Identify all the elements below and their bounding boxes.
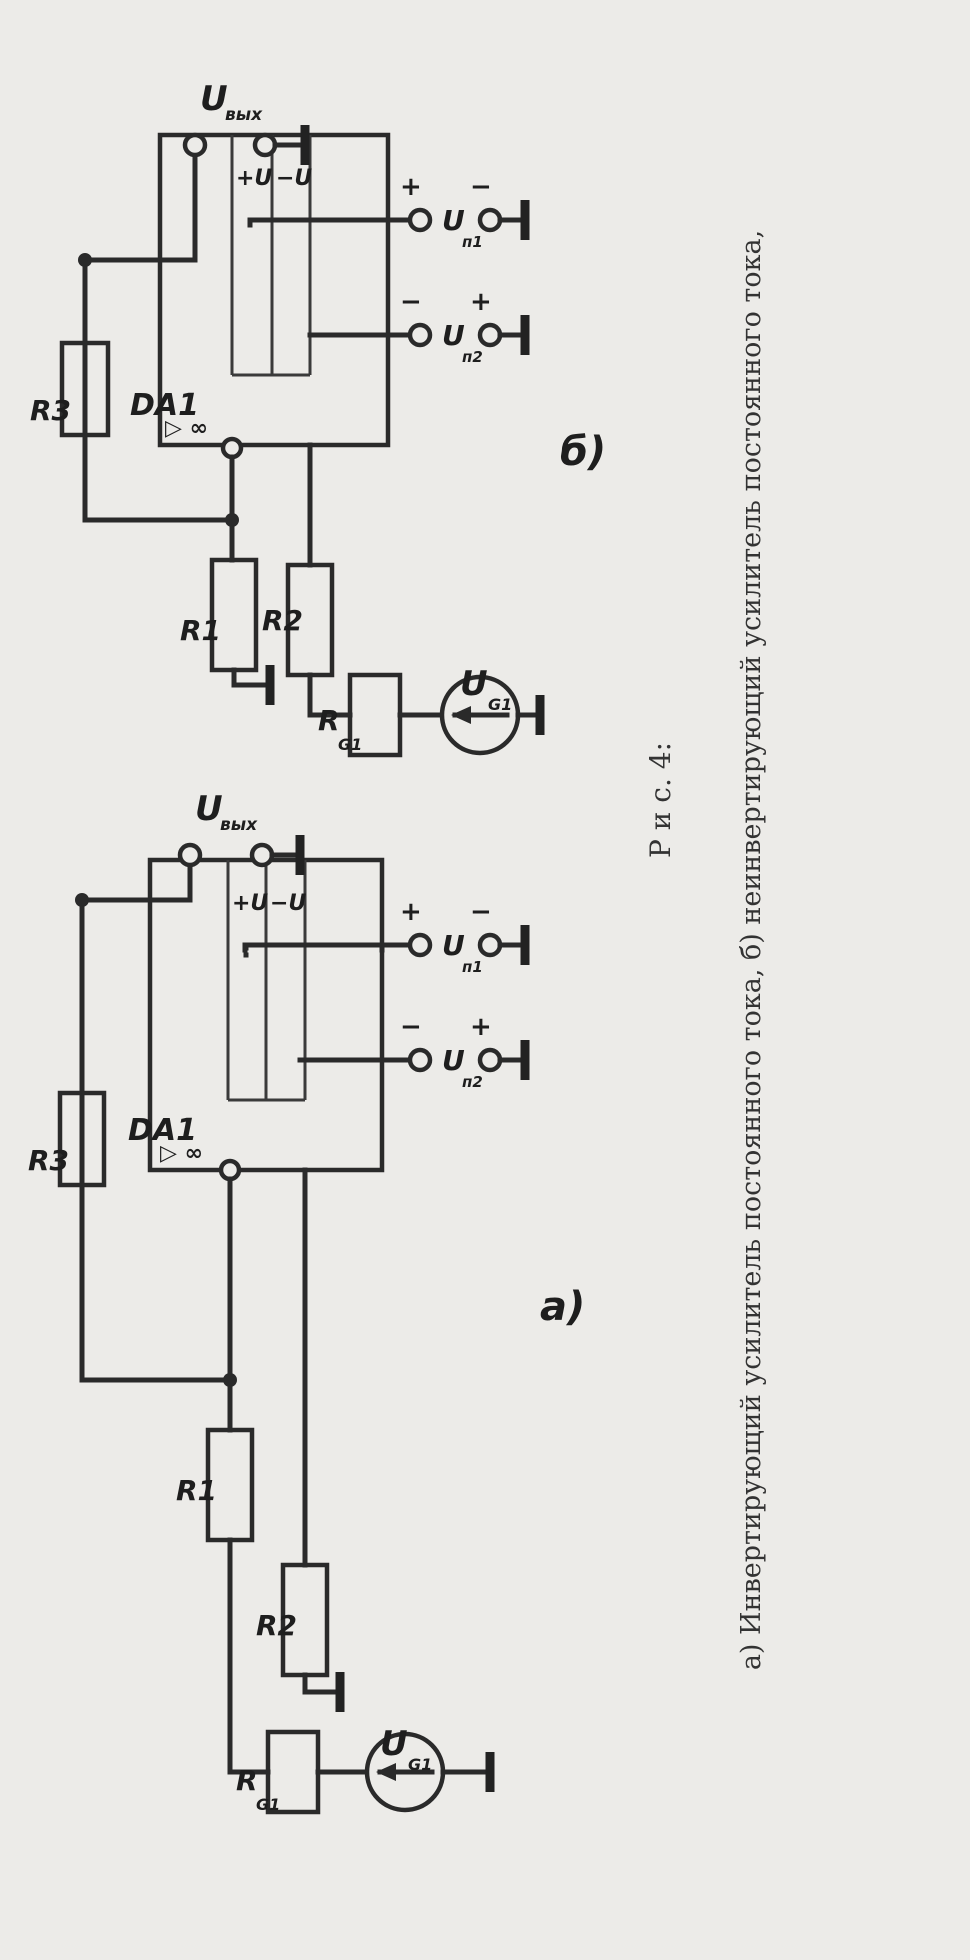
circuit-b-final: R3 DA1 ▷ ∞ +U −U U вых <box>30 79 545 758</box>
rg1-b-sub: G1 <box>338 735 362 754</box>
up1-a-sub: п1 <box>462 958 483 976</box>
ug1-a-sub: G1 <box>408 1755 432 1774</box>
up1-b-minus-terminal <box>477 207 503 233</box>
up1-a-label: U <box>442 929 465 962</box>
up1-a-plus-terminal <box>407 932 433 958</box>
figure-caption-title: Р и с. 4: <box>644 742 677 858</box>
r1-a-label: R1 <box>176 1474 217 1507</box>
uout-b-sub: вых <box>225 105 263 125</box>
uout-a-label: U <box>195 789 223 829</box>
r3-b <box>59 340 111 438</box>
up1-a-minus-terminal <box>477 932 503 958</box>
da1-b-name: DA1 <box>130 388 199 423</box>
da1-b <box>157 132 391 448</box>
uout-a-terminal <box>177 842 203 868</box>
up1-b-label: U <box>442 204 465 237</box>
panel-b-label: б) <box>560 429 606 475</box>
da1-a-symbol: ▷ ∞ <box>160 1141 203 1166</box>
up2-b-label: U <box>442 319 465 352</box>
circuit-a-final: R3 DA1 ▷ ∞ +U −U <box>28 789 495 1815</box>
up2-a-plus-terminal <box>477 1047 503 1073</box>
r1-b-label: R1 <box>180 614 221 647</box>
r3-b-label: R3 <box>30 394 71 427</box>
panel-a-label: а) <box>540 1284 585 1330</box>
up2-b-sub: п2 <box>462 348 483 366</box>
da1-b-symbol: ▷ ∞ <box>165 416 208 441</box>
up2-b-minus-terminal <box>407 322 433 348</box>
ug1-b-sub: G1 <box>488 695 512 714</box>
r2-b-label: R2 <box>262 604 303 637</box>
uout-a-gnd-terminal <box>249 842 275 868</box>
uout-b-gnd-terminal <box>252 132 278 158</box>
up1-a-plus: + <box>400 897 422 927</box>
up2-b-plus-terminal <box>477 322 503 348</box>
up1-b-minus: − <box>470 172 492 202</box>
up2-a-plus: + <box>470 1012 492 1042</box>
r3-a <box>57 1090 107 1188</box>
rg1-b-label: R <box>318 704 340 737</box>
r2-a-label: R2 <box>256 1609 297 1642</box>
ug1-a-label: U <box>380 1724 408 1764</box>
rg1-a-label: R <box>236 1764 258 1797</box>
uout-b-label: U <box>200 79 228 119</box>
up2-b-minus: − <box>400 287 422 317</box>
up2-a-minus: − <box>400 1012 422 1042</box>
up2-b-plus: + <box>470 287 492 317</box>
r3-a-label: R3 <box>28 1144 69 1177</box>
up2-a-minus-terminal <box>407 1047 433 1073</box>
up2-a-sub: п2 <box>462 1073 483 1091</box>
up1-b-plus: + <box>400 172 422 202</box>
rg1-a-sub: G1 <box>256 1795 280 1814</box>
up1-a-minus: − <box>470 897 492 927</box>
up2-a-label: U <box>442 1044 465 1077</box>
figure-caption-text: а) Инвертирующий усилитель постоянного т… <box>736 230 767 1670</box>
da1-b-plus: +U <box>236 166 272 191</box>
up1-b-sub: п1 <box>462 233 483 251</box>
ug1-b-label: U <box>460 664 488 704</box>
supply-a: + − U п1 − + U п2 <box>243 897 530 1091</box>
da1-a-minus: −U <box>270 891 306 916</box>
uout-b-terminal <box>182 132 208 158</box>
uout-a-sub: вых <box>220 815 258 835</box>
da1-b-minus: −U <box>276 166 312 191</box>
up1-b-plus-terminal <box>407 207 433 233</box>
da1-a-plus: +U <box>232 891 268 916</box>
inv-input-b <box>220 436 244 460</box>
inv-input-a <box>218 1158 242 1182</box>
da1-a-name: DA1 <box>128 1113 197 1148</box>
